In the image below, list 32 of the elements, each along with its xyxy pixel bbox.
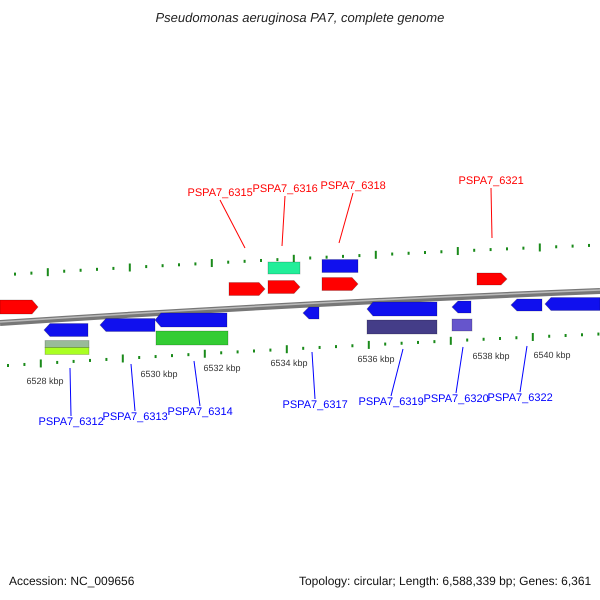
- genome-info-label: Topology: circular; Length: 6,588,339 bp; Genes: 6,361: [299, 575, 592, 587]
- leader-line: [390, 348, 404, 396]
- scale-label: 6532 kbp: [204, 364, 241, 373]
- scale-label: 6534 kbp: [270, 359, 308, 368]
- leader-line: [70, 368, 72, 416]
- gene-label: PSPA7_6318: [320, 181, 386, 192]
- scale-label: 6528 kbp: [26, 377, 64, 386]
- leader-line: [490, 188, 492, 238]
- scale-label: 6540 kbp: [534, 351, 571, 360]
- gene-label: PSPA7_6322: [488, 393, 553, 404]
- gene-label: PSPA7_6312: [38, 417, 104, 428]
- gene-label: PSPA7_6319: [358, 397, 424, 408]
- scale-label: 6530 kbp: [140, 370, 178, 379]
- leader-line: [456, 346, 464, 394]
- leader-line: [194, 360, 200, 406]
- gene-label: PSPA7_6320: [424, 394, 489, 405]
- scale-label: 6538 kbp: [472, 352, 510, 361]
- gene-label: PSPA7_6315: [188, 188, 253, 199]
- title: Pseudomonas aeruginosa PA7, complete genome: [156, 11, 444, 24]
- leader-line: [520, 346, 528, 392]
- accession-label: Accession: NC_009656: [9, 575, 134, 587]
- gene-label: PSPA7_6313: [102, 412, 168, 423]
- scale-label: 6536 kbp: [358, 355, 395, 364]
- leader-line: [282, 196, 286, 246]
- leader-line: [338, 192, 354, 244]
- leader-line: [220, 200, 246, 248]
- gene-label: PSPA7_6321: [458, 176, 524, 187]
- leader-line: [130, 364, 136, 412]
- leader-line: [312, 352, 316, 400]
- gene-label: PSPA7_6317: [282, 400, 348, 411]
- gene-label: PSPA7_6316: [252, 184, 318, 195]
- gene-label: PSPA7_6314: [168, 407, 233, 418]
